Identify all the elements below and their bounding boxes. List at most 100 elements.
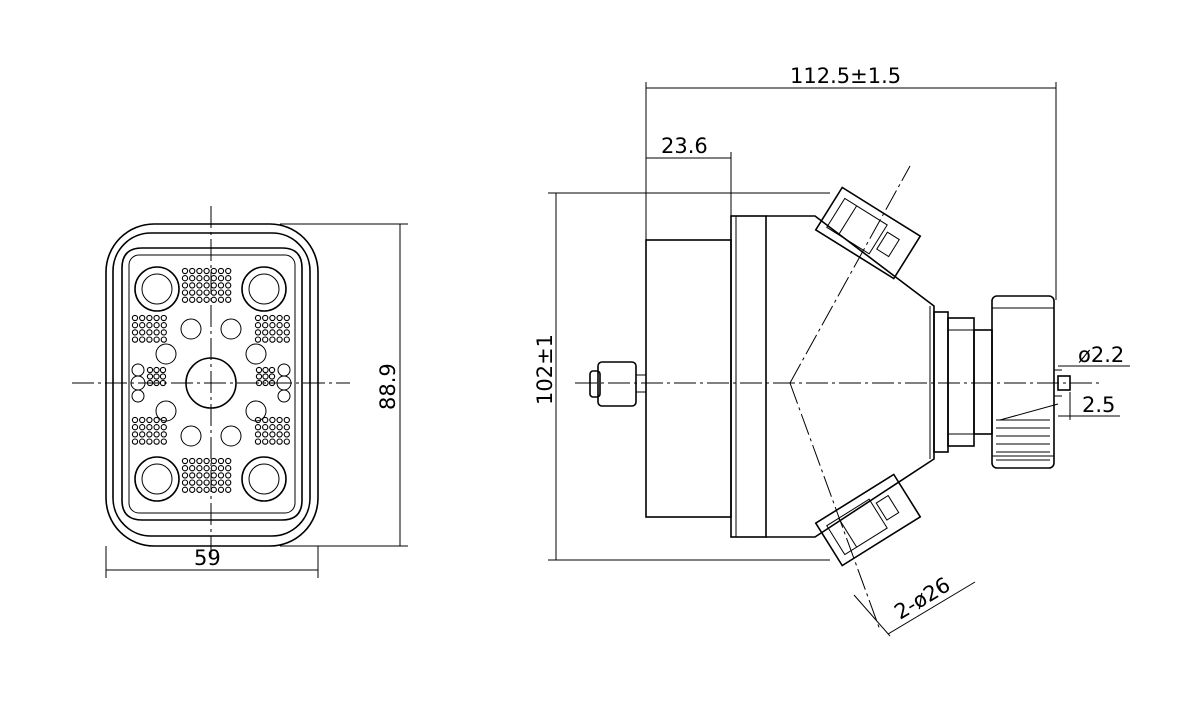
signal-pin — [196, 289, 203, 296]
signal-pin — [210, 465, 217, 472]
signal-pin — [160, 438, 167, 445]
signal-pin — [210, 457, 217, 465]
signal-pin — [283, 431, 290, 438]
signal-pin — [217, 275, 225, 282]
signal-pin — [262, 416, 269, 424]
signal-pin — [269, 416, 276, 424]
signal-pin — [181, 472, 189, 479]
dim-body-height: 102±1 — [533, 192, 830, 561]
signal-pin — [225, 486, 232, 493]
signal-pin — [159, 366, 167, 374]
side-view — [575, 165, 1102, 631]
signal-pin — [217, 486, 225, 493]
signal-pin — [189, 472, 196, 479]
signal-pin — [203, 289, 210, 296]
signal-pin — [283, 314, 290, 322]
signal-pin — [196, 465, 203, 472]
signal-pin — [131, 329, 139, 336]
signal-pin — [203, 472, 210, 479]
signal-pin — [210, 296, 217, 303]
front-housing-outer — [105, 223, 319, 547]
signal-pin — [131, 336, 139, 343]
signal-pin — [225, 267, 232, 275]
front-view — [72, 206, 350, 560]
signal-pin — [181, 465, 189, 472]
signal-pin — [146, 438, 153, 445]
signal-pin — [189, 267, 196, 275]
signal-pin — [181, 457, 189, 465]
signal-pin — [181, 275, 189, 282]
signal-pin — [203, 486, 210, 493]
signal-pin — [210, 479, 217, 486]
signal-pin — [269, 336, 276, 343]
signal-pin — [225, 282, 232, 289]
signal-pin — [225, 296, 232, 303]
signal-pin — [269, 431, 276, 438]
keyed-contacts — [155, 318, 267, 447]
signal-pin — [153, 336, 160, 343]
signal-pin — [268, 373, 276, 380]
signal-pin — [189, 465, 196, 472]
signal-pin — [254, 431, 262, 438]
neck-ring-3 — [973, 329, 993, 435]
signal-pin — [283, 424, 290, 431]
signal-pin — [262, 379, 269, 387]
signal-pin — [210, 282, 217, 289]
signal-pin — [262, 314, 269, 322]
signal-pin — [146, 424, 153, 431]
signal-pin — [146, 329, 153, 336]
signal-pin — [203, 282, 210, 289]
signal-pin — [181, 267, 189, 275]
signal-pin — [189, 479, 196, 486]
signal-pin — [131, 431, 139, 438]
signal-pin — [153, 431, 160, 438]
signal-pin — [153, 322, 160, 329]
signal-pin — [131, 438, 139, 445]
signal-pin — [254, 336, 262, 343]
signal-pin — [268, 366, 276, 374]
construction-line-lower — [789, 382, 881, 631]
dim-body-offset-text: 23.6 — [661, 134, 708, 158]
signal-pin — [139, 416, 146, 424]
signal-pin — [269, 329, 276, 336]
signal-pin — [217, 267, 225, 275]
signal-pin — [131, 424, 139, 431]
signal-pin — [196, 296, 203, 303]
signal-pin — [160, 416, 167, 424]
signal-pin — [146, 314, 153, 322]
signal-pin — [160, 424, 167, 431]
signal-pin — [131, 322, 139, 329]
signal-pin — [276, 314, 283, 322]
signal-pin — [146, 431, 153, 438]
signal-pin — [217, 289, 225, 296]
signal-pin — [189, 457, 196, 465]
signal-pin — [139, 336, 146, 343]
signal-pin — [153, 424, 160, 431]
signal-pin — [217, 479, 225, 486]
signal-pin — [262, 329, 269, 336]
signal-pin — [146, 322, 153, 329]
signal-pin — [203, 275, 210, 282]
signal-pin — [196, 282, 203, 289]
signal-pin — [269, 322, 276, 329]
signal-pin — [153, 416, 160, 424]
signal-pin — [189, 486, 196, 493]
signal-pin — [254, 416, 262, 424]
signal-pin — [203, 465, 210, 472]
dim-pin-length: 2.5 — [1058, 392, 1120, 420]
signal-pin — [139, 322, 146, 329]
signal-pin — [139, 431, 146, 438]
signal-pin — [217, 457, 225, 465]
signal-pin — [146, 373, 154, 380]
flange-body — [730, 215, 767, 538]
front-insert-face — [128, 254, 296, 514]
signal-pin — [217, 282, 225, 289]
signal-pin — [181, 289, 189, 296]
signal-pin — [181, 296, 189, 303]
signal-pin — [276, 424, 283, 431]
signal-pin — [262, 322, 269, 329]
signal-pin — [276, 416, 283, 424]
signal-pin — [262, 438, 269, 445]
signal-pin — [276, 431, 283, 438]
